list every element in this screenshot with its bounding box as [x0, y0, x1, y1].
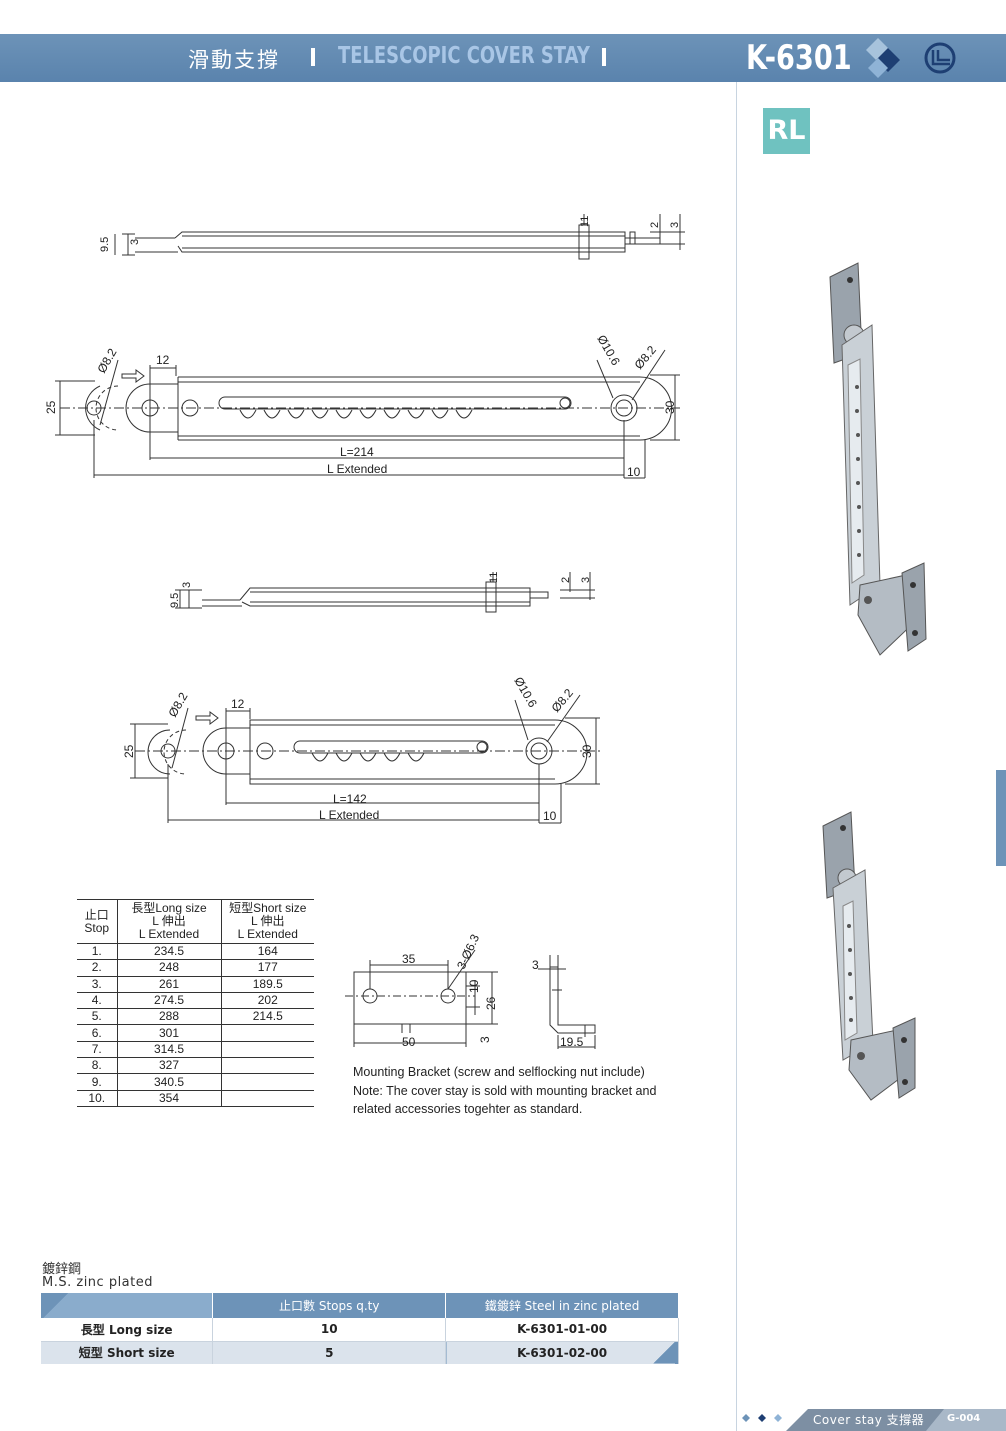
dim-text: L=142 [333, 792, 367, 806]
short-side-view [175, 572, 595, 613]
footer-label: Cover stay 支撐器 [813, 1413, 925, 1427]
order-header-code: 鐵鍍鋅 Steel in zinc plated [445, 1293, 679, 1318]
table-row: 10.354 [77, 1090, 314, 1107]
side-tab [996, 770, 1006, 866]
brand-logo [866, 38, 956, 78]
short-header: 短型Short size L 伸出 L Extended [221, 899, 314, 944]
long-top-view [55, 349, 680, 479]
table-row: 長型 Long size 10 K-6301-01-00 [41, 1318, 679, 1342]
long-header: 長型Long size L 伸出 L Extended [117, 899, 222, 944]
dim-text: 11 [488, 572, 500, 583]
table-row: 7.314.5 [77, 1041, 314, 1059]
mounting-bracket-drawing [345, 949, 596, 1049]
dim-text: 50 [402, 1035, 416, 1049]
rl-badge: RL [763, 108, 810, 154]
dim-text: 12 [156, 353, 170, 367]
stop-header: 止口 Stop [77, 899, 118, 944]
dim-text: 3 [532, 958, 539, 972]
order-table: 止口數 Stops q.ty 鐵鍍鋅 Steel in zinc plated … [41, 1293, 679, 1364]
product-photo-short [822, 811, 916, 1101]
dim-text: 2 [560, 577, 572, 583]
dim-text: 26 [484, 996, 498, 1010]
dim-text: Ø10.6 [511, 675, 540, 711]
dim-text: 10 [627, 465, 641, 479]
order-header-blank [41, 1293, 214, 1318]
dim-text: 11 [579, 216, 591, 227]
header-title-zh: 滑動支撐 [188, 48, 280, 72]
bracket-note: Mounting Bracket (screw and selflocking … [353, 1065, 657, 1116]
model-number: K-6301 [746, 38, 852, 78]
dim-text: 30 [663, 400, 677, 414]
dim-text: L Extended [327, 462, 387, 476]
header-bar [0, 34, 1006, 82]
dim-text: Ø8.2 [632, 343, 660, 372]
dim-text: 2 [649, 222, 661, 228]
short-top-view [130, 694, 600, 824]
table-row: 8.327 [77, 1057, 314, 1075]
order-header-stops: 止口數 Stops q.ty [212, 1293, 447, 1318]
table-row: 短型 Short size 5 K-6301-02-00 [41, 1341, 679, 1364]
technical-drawing: 9.5 3 11 2 3 [44, 214, 685, 824]
product-photo-long [829, 262, 927, 656]
dim-text: 10 [467, 979, 481, 993]
column-divider [736, 82, 737, 1431]
long-side-view [114, 214, 685, 260]
dim-text: 3 [181, 582, 193, 588]
bracket-dimensions: 35 3-Ø6.3 10 26 50 3 3 19.5 [402, 932, 584, 1049]
dim-text: 30 [580, 744, 594, 758]
dim-text: 25 [44, 400, 58, 414]
header-title-en: TELESCOPIC COVER STAY [338, 43, 590, 69]
footer-bar [742, 1409, 1006, 1431]
table-row: 6.301 [77, 1024, 314, 1042]
dim-text: 3-Ø6.3 [454, 932, 482, 971]
dim-text: 9.5 [169, 593, 181, 608]
dim-text: Ø8.2 [94, 346, 119, 376]
header-divider [602, 48, 606, 66]
dim-text: 25 [122, 744, 136, 758]
table-row: 9.340.5 [77, 1073, 314, 1091]
dim-text: 3 [129, 239, 141, 245]
dim-text: 3 [580, 577, 592, 583]
material-title-zh: 鍍鋅鋼 [42, 1262, 82, 1277]
dim-text: 3 [478, 1036, 492, 1043]
dim-text: Ø8.2 [549, 686, 577, 715]
dim-text: 10 [543, 809, 557, 823]
dim-text: 12 [231, 697, 245, 711]
page-number: G-004 [947, 1413, 981, 1424]
stop-table: 止口 Stop 長型Long size L 伸出 L Extended 短型Sh… [77, 899, 314, 1107]
header-divider [311, 48, 315, 66]
material-title-en: M.S. zinc plated [42, 1275, 153, 1290]
dim-text: L Extended [319, 808, 379, 822]
dim-text: 3 [669, 222, 681, 228]
dim-text: 9.5 [99, 237, 111, 252]
dim-text: L=214 [340, 445, 374, 459]
dim-text: Ø8.2 [165, 690, 190, 720]
dim-text: 35 [402, 952, 416, 966]
dim-text: 19.5 [560, 1035, 584, 1049]
